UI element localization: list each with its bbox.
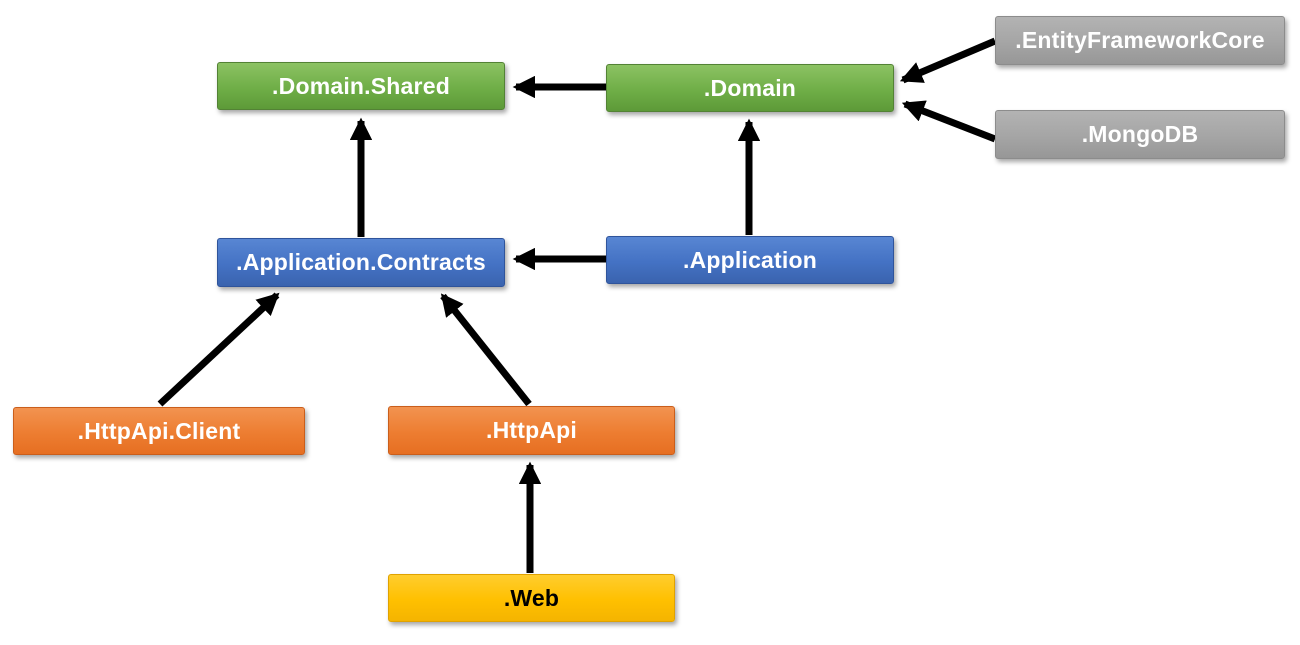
arrow-httpapi-client-to-application-contracts [157,292,280,407]
node-httpapi-label: .HttpApi [485,417,578,443]
node-httpapi-client: .HttpApi.Client [13,407,305,455]
node-application-contracts: .Application.Contracts [217,238,505,287]
node-application-label: .Application [682,246,817,273]
node-application: .Application [606,236,894,284]
node-domain-label: .Domain [703,74,797,101]
node-httpapi: .HttpApi [388,406,675,455]
arrow-mongodb-to-domain [901,100,997,143]
node-web: .Web [388,574,675,622]
arrow-entityframeworkcore-to-domain [899,37,997,84]
node-web-label: .Web [503,584,560,611]
node-domain-shared: .Domain.Shared [217,62,505,110]
node-domain-shared-label: .Domain.Shared [272,72,450,99]
node-application-contracts-label: .Application.Contracts [236,249,486,275]
arrow-httpapi-to-application-contracts [440,293,532,407]
node-entity-framework-core: .EntityFrameworkCore [995,16,1285,65]
node-entity-framework-core-label: .EntityFrameworkCore [1015,27,1265,53]
node-domain: .Domain [606,64,894,112]
node-mongodb: .MongoDB [995,110,1285,159]
node-mongodb-label: .MongoDB [1081,121,1199,147]
node-httpapi-client-label: .HttpApi.Client [77,417,241,444]
